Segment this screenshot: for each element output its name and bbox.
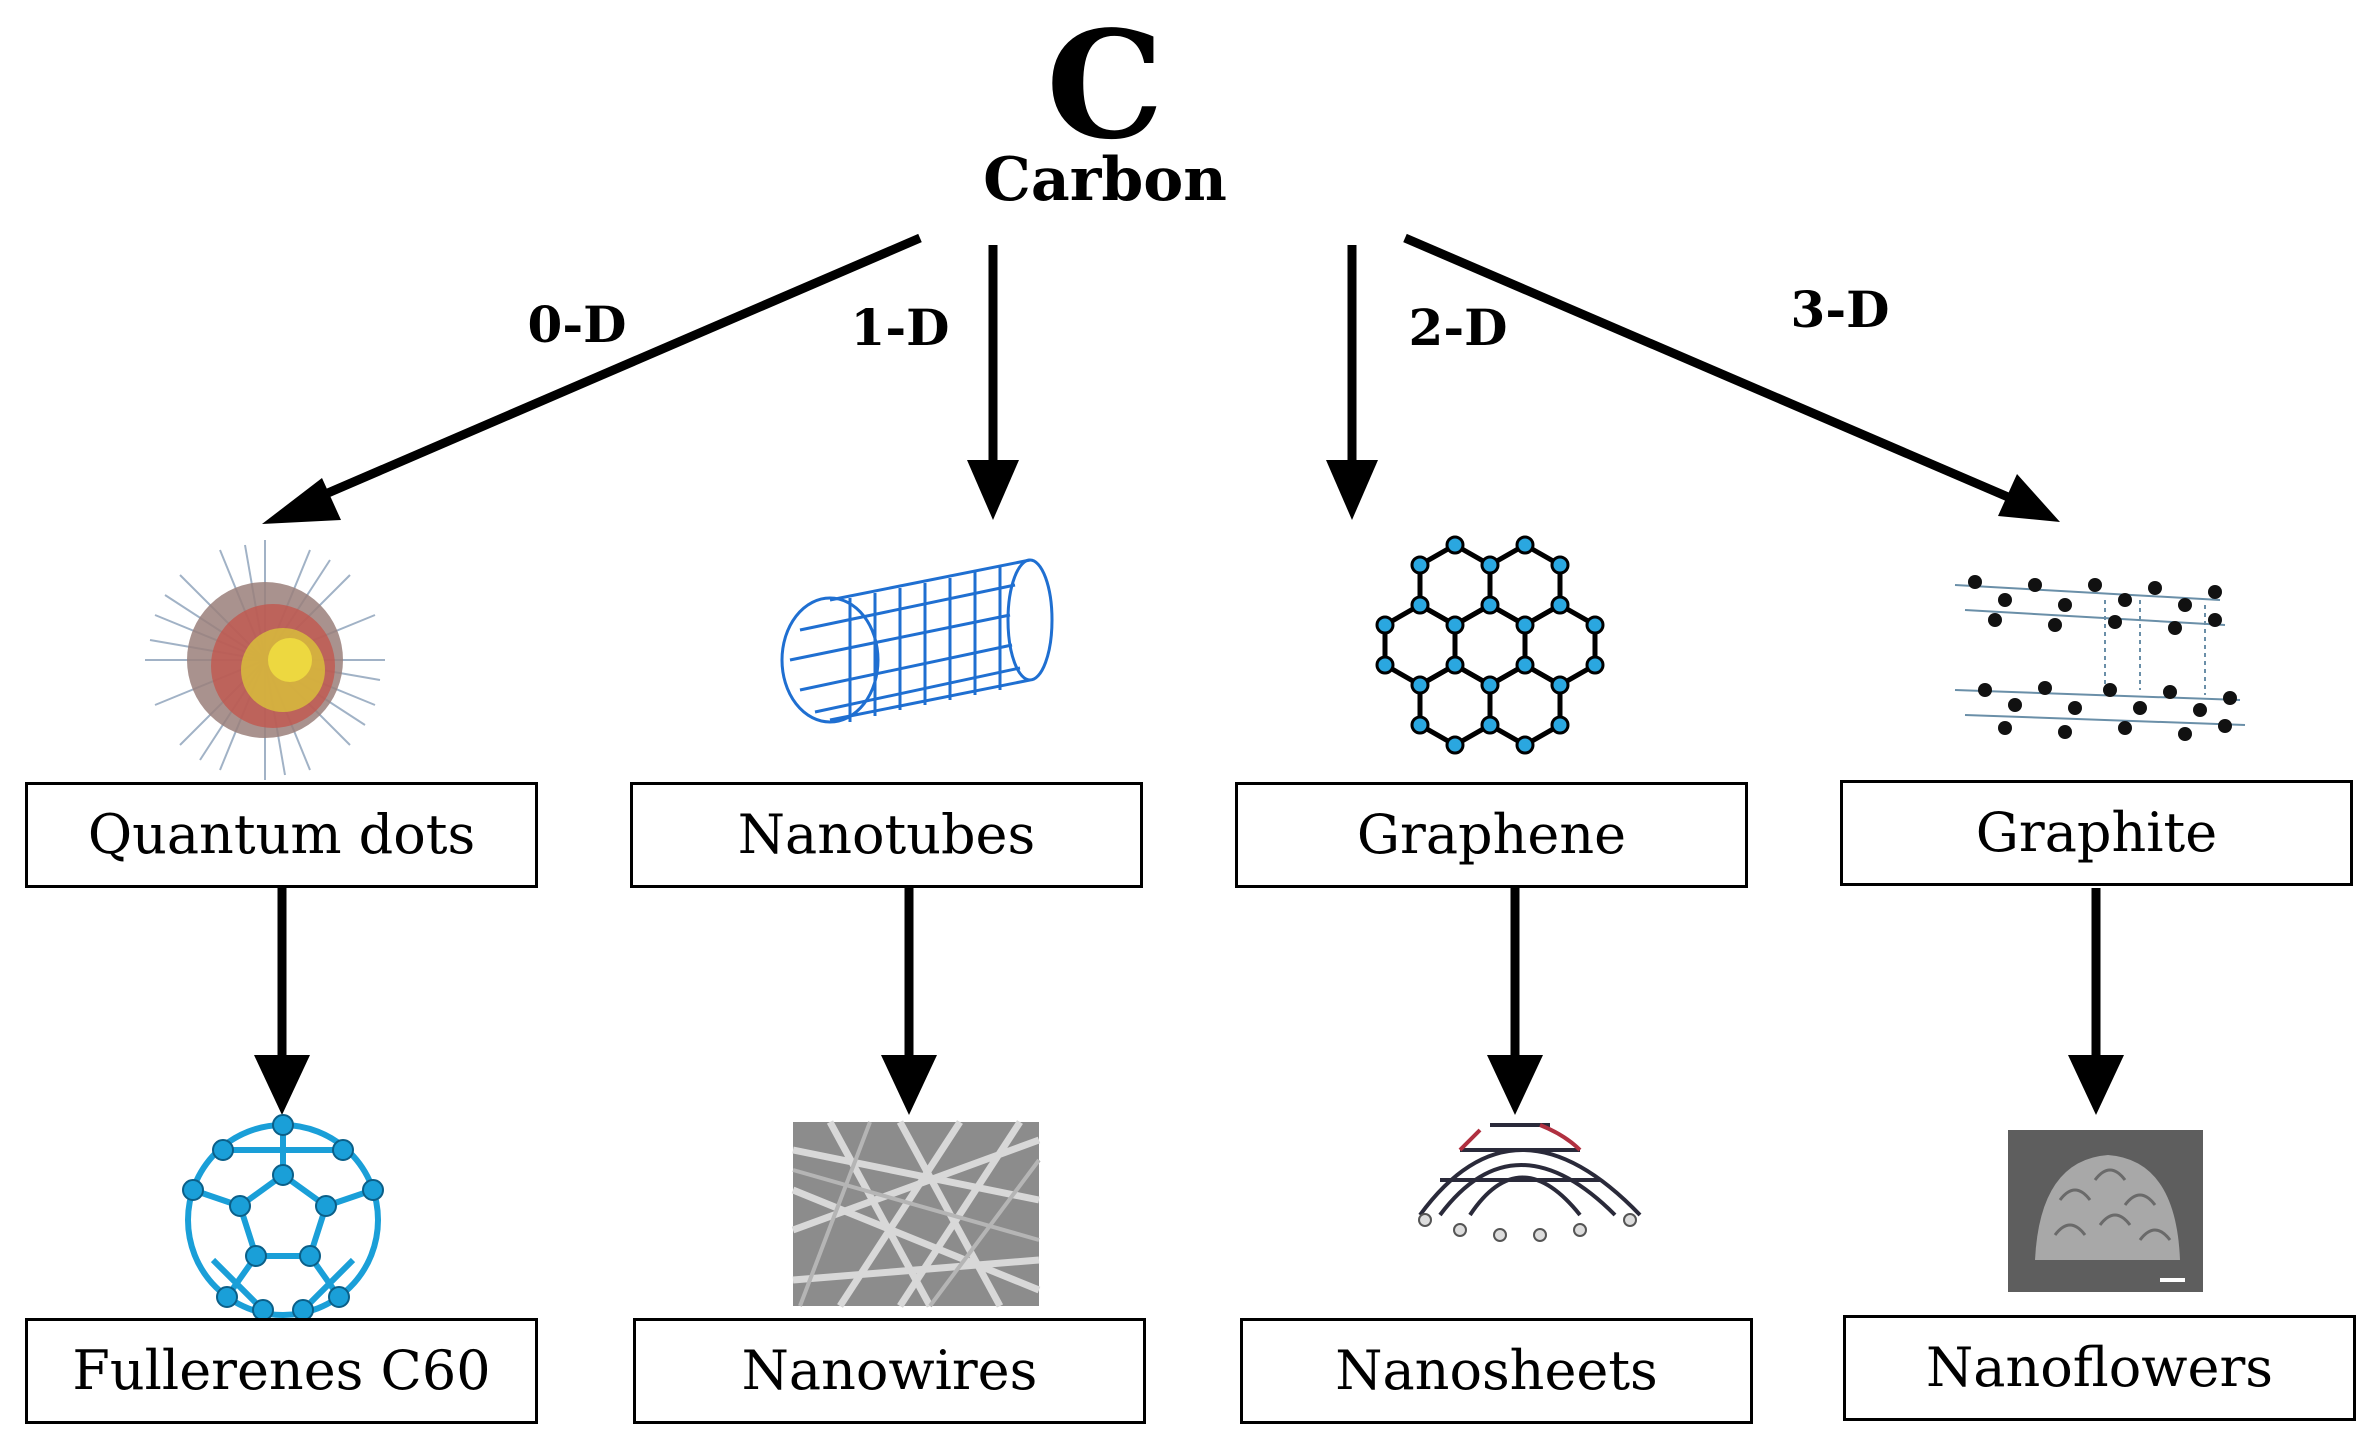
arrowhead-qd — [254, 1055, 310, 1115]
category-box-quantum-dots: Quantum dots — [25, 782, 538, 888]
fullerene-icon — [182, 1114, 384, 1321]
arrowhead-gt — [2068, 1055, 2124, 1115]
dimension-label-0d: 0-D — [527, 295, 627, 354]
category-box-nanotubes: Nanotubes — [630, 782, 1143, 888]
arrow-3d — [1403, 233, 2017, 505]
graphite-layers-icon — [1954, 575, 2246, 741]
child-box-nanosheets: Nanosheets — [1240, 1318, 1753, 1424]
graphene-nodes — [1375, 535, 1605, 755]
category-box-graphene: Graphene — [1235, 782, 1748, 888]
nanoflower-micrograph-icon — [2008, 1130, 2203, 1292]
dimension-label-1d: 1-D — [850, 298, 950, 357]
dimension-label-3d: 3-D — [1790, 280, 1890, 339]
arrow-0d — [298, 233, 922, 510]
nanowires-micrograph-icon — [791, 1120, 1041, 1308]
graphene-lattice-icon — [1382, 542, 1598, 748]
arrowhead-3d — [1998, 474, 2060, 522]
carbon-symbol: C — [1046, 0, 1164, 172]
arrowhead-nt — [881, 1055, 937, 1115]
arrowhead-1d — [967, 460, 1019, 520]
arrowhead-2d — [1326, 460, 1378, 520]
carbon-label: Carbon — [983, 145, 1227, 215]
child-box-fullerenes: Fullerenes C60 — [25, 1318, 538, 1424]
arrowhead-0d — [262, 478, 341, 524]
category-box-graphite: Graphite — [1840, 780, 2353, 886]
arrowhead-gr — [1487, 1055, 1543, 1115]
dimension-label-2d: 2-D — [1408, 298, 1508, 357]
child-box-nanoflowers: Nanoflowers — [1843, 1315, 2356, 1421]
nanosheet-dome-icon — [1418, 1123, 1642, 1242]
child-box-nanowires: Nanowires — [633, 1318, 1146, 1424]
quantum-dot-icon — [145, 540, 385, 780]
nanotube-icon — [780, 558, 1054, 724]
